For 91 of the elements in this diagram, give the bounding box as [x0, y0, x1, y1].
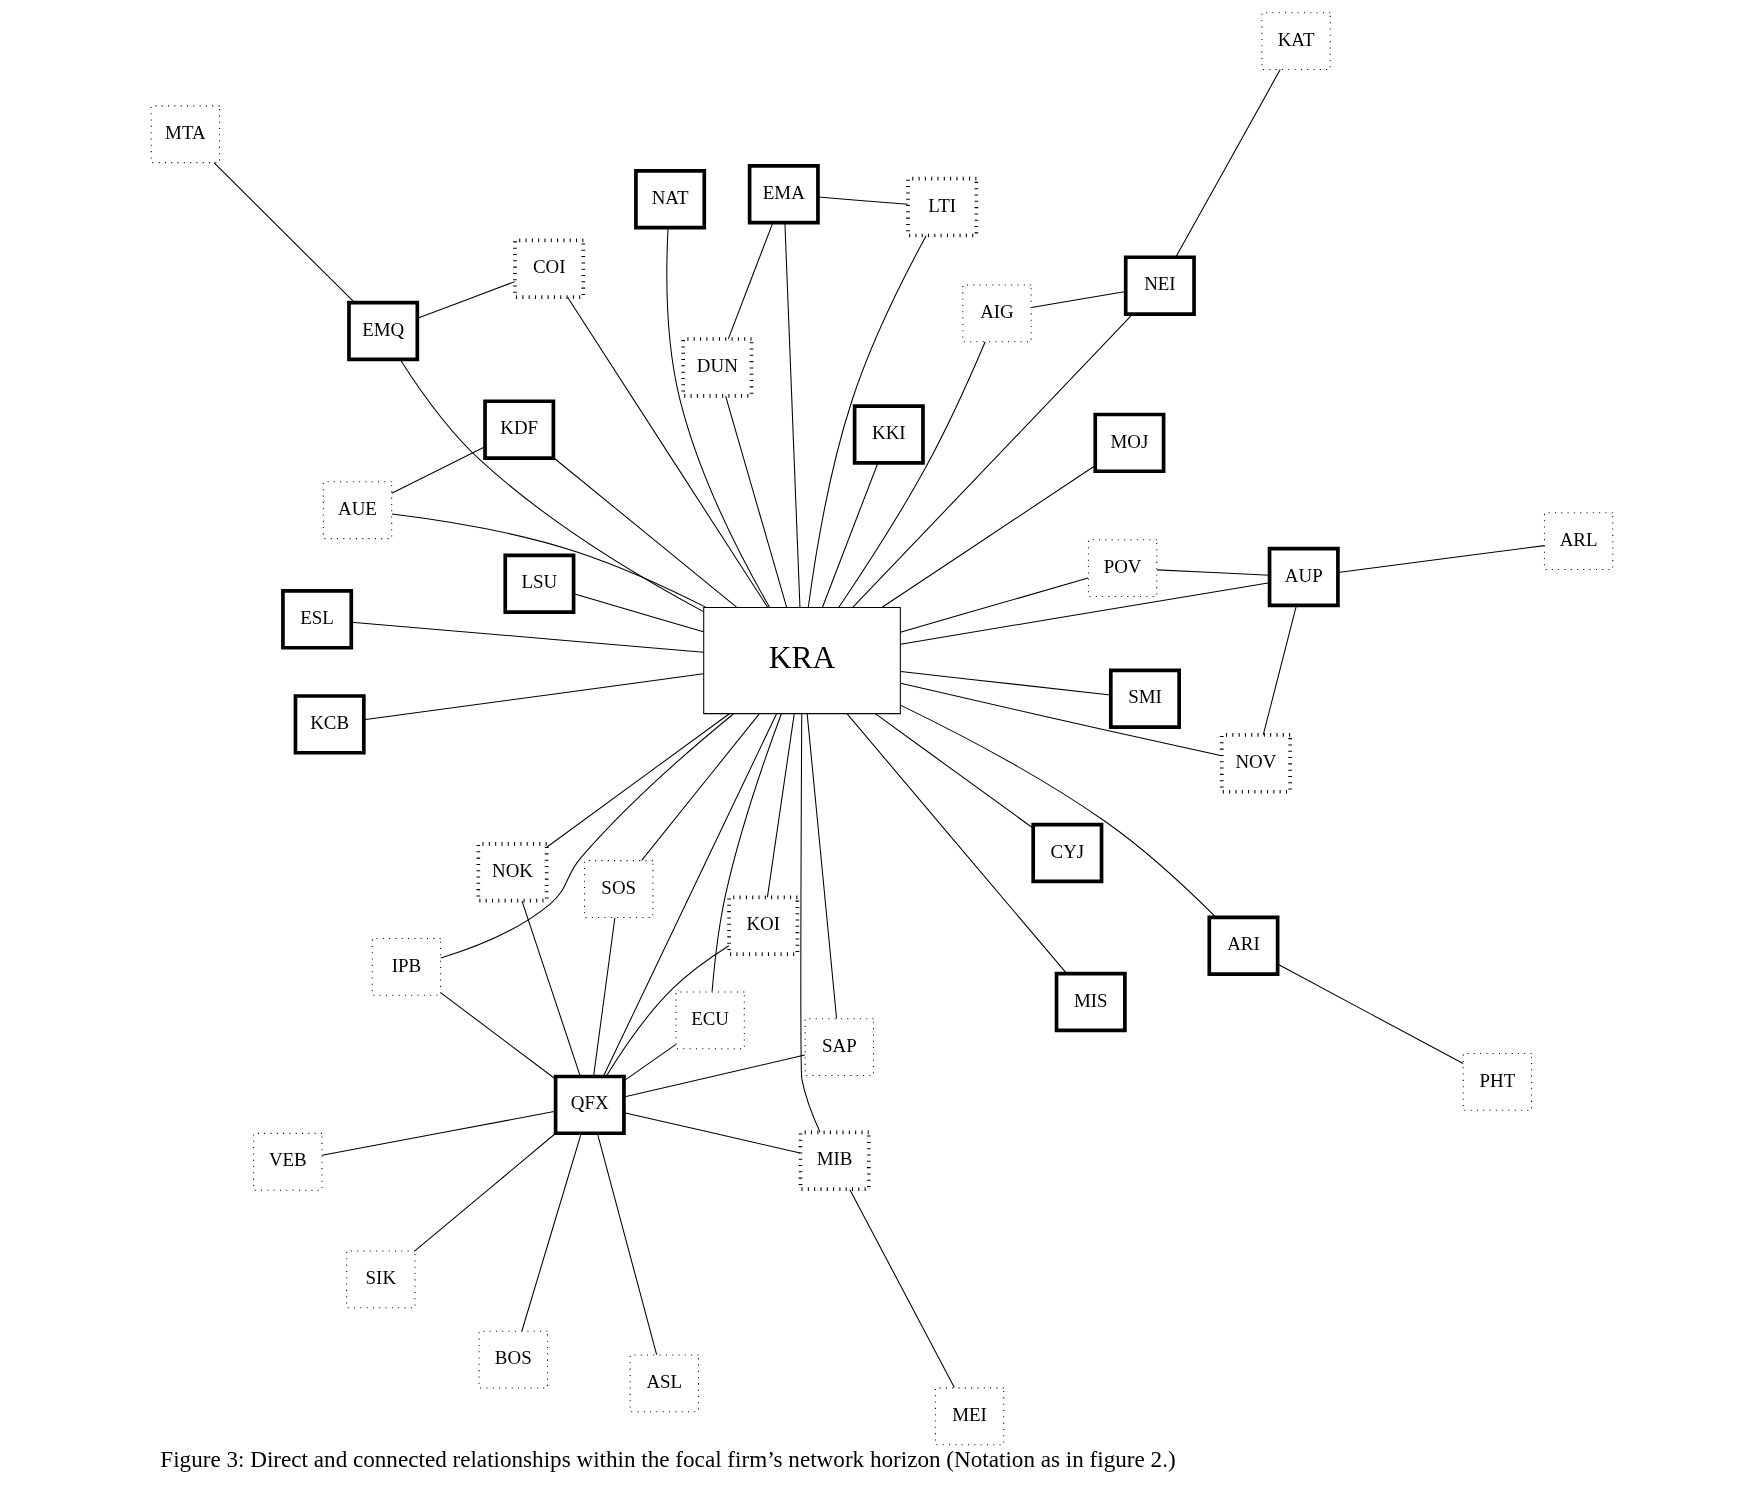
node-box: SOS: [583, 860, 653, 918]
connector: [572, 593, 704, 633]
connector: [711, 713, 782, 993]
node-box: IPB: [371, 938, 441, 996]
node-box: ASL: [629, 1354, 699, 1413]
connector: [399, 359, 704, 613]
connector: [851, 313, 1133, 608]
node-box: ECU: [674, 991, 745, 1050]
connector: [899, 671, 1111, 696]
node-box: NOK: [475, 842, 548, 903]
node-box: SMI: [1108, 668, 1181, 729]
connector: [727, 222, 773, 340]
connector: [390, 446, 485, 494]
connector: [602, 713, 777, 1077]
node-box: MIS: [1054, 971, 1127, 1033]
node-box: KKI: [852, 404, 925, 465]
node-box: LSU: [502, 553, 575, 614]
connector: [213, 162, 355, 303]
node-box: KDF: [482, 399, 555, 460]
node-box: CYJ: [1030, 822, 1103, 884]
caption: Figure 3: Direct and connected relationships within the focal firm’s network horizon (Notation as in figure 2.): [159, 1446, 1176, 1473]
connector: [596, 1132, 657, 1356]
node-box: COI: [512, 238, 585, 299]
connector: [623, 1044, 676, 1082]
connector: [640, 713, 760, 861]
node-box: EMA: [747, 164, 820, 225]
connector: [520, 900, 581, 1077]
connector: [724, 395, 787, 608]
node-box: SAP: [804, 1018, 874, 1076]
connector: [520, 1133, 582, 1332]
node-box: ARL: [1543, 512, 1613, 571]
connector: [416, 281, 515, 319]
connector: [552, 457, 737, 608]
connector: [592, 917, 615, 1077]
connector: [1174, 69, 1281, 258]
connector: [623, 1112, 801, 1154]
node-box: AUE: [322, 481, 392, 540]
node-box: LTI: [905, 176, 978, 238]
node-box: MOJ: [1092, 412, 1165, 474]
node-box: KCB: [293, 694, 366, 755]
connector: [321, 1110, 556, 1156]
connector: [1030, 290, 1126, 308]
node-box: MTA: [150, 105, 220, 164]
node-box: DUN: [680, 337, 753, 398]
connector: [821, 462, 878, 608]
node-box: NOV: [1219, 733, 1292, 794]
connector: [806, 713, 837, 1020]
node-box: KRA: [702, 606, 901, 715]
node-box: SIK: [345, 1250, 416, 1309]
connector: [899, 704, 1217, 918]
connector: [881, 465, 1095, 608]
connector: [766, 713, 795, 898]
connector: [413, 1132, 556, 1252]
connector: [899, 582, 1270, 645]
node-box: QFX: [553, 1074, 626, 1136]
connector: [874, 713, 1033, 829]
connector: [848, 1189, 955, 1388]
connector: [846, 713, 1067, 974]
connector: [783, 222, 800, 608]
connector: [605, 945, 729, 1077]
connector: [817, 196, 908, 205]
node-box: BOS: [478, 1330, 548, 1389]
node-box: KAT: [1260, 12, 1331, 70]
connector: [439, 713, 734, 959]
connector: [899, 682, 1222, 757]
node-box: PHT: [1462, 1053, 1532, 1111]
node-box: EMQ: [346, 300, 419, 362]
connector: [1276, 963, 1464, 1065]
node-box: VEB: [252, 1132, 322, 1191]
connector: [837, 341, 986, 608]
connector: [439, 992, 556, 1080]
connector: [799, 713, 821, 1133]
connector: [546, 713, 730, 848]
connector: [391, 513, 707, 608]
connector: [665, 227, 770, 608]
node-box: ARI: [1206, 915, 1279, 976]
connector: [566, 296, 768, 608]
node-box: KOI: [726, 895, 799, 957]
node-box: NEI: [1123, 255, 1196, 316]
connector: [807, 235, 927, 608]
node-box: AUP: [1267, 546, 1340, 608]
connector: [350, 621, 704, 653]
node-box: NAT: [633, 169, 706, 230]
connector: [899, 577, 1089, 633]
node-box: AIG: [961, 284, 1032, 343]
node-box: ESL: [280, 589, 353, 650]
node-box: POV: [1087, 539, 1157, 598]
node-box: MEI: [934, 1387, 1004, 1446]
connector: [1262, 604, 1297, 736]
connector: [1156, 569, 1270, 576]
node-box: MIB: [798, 1130, 871, 1192]
